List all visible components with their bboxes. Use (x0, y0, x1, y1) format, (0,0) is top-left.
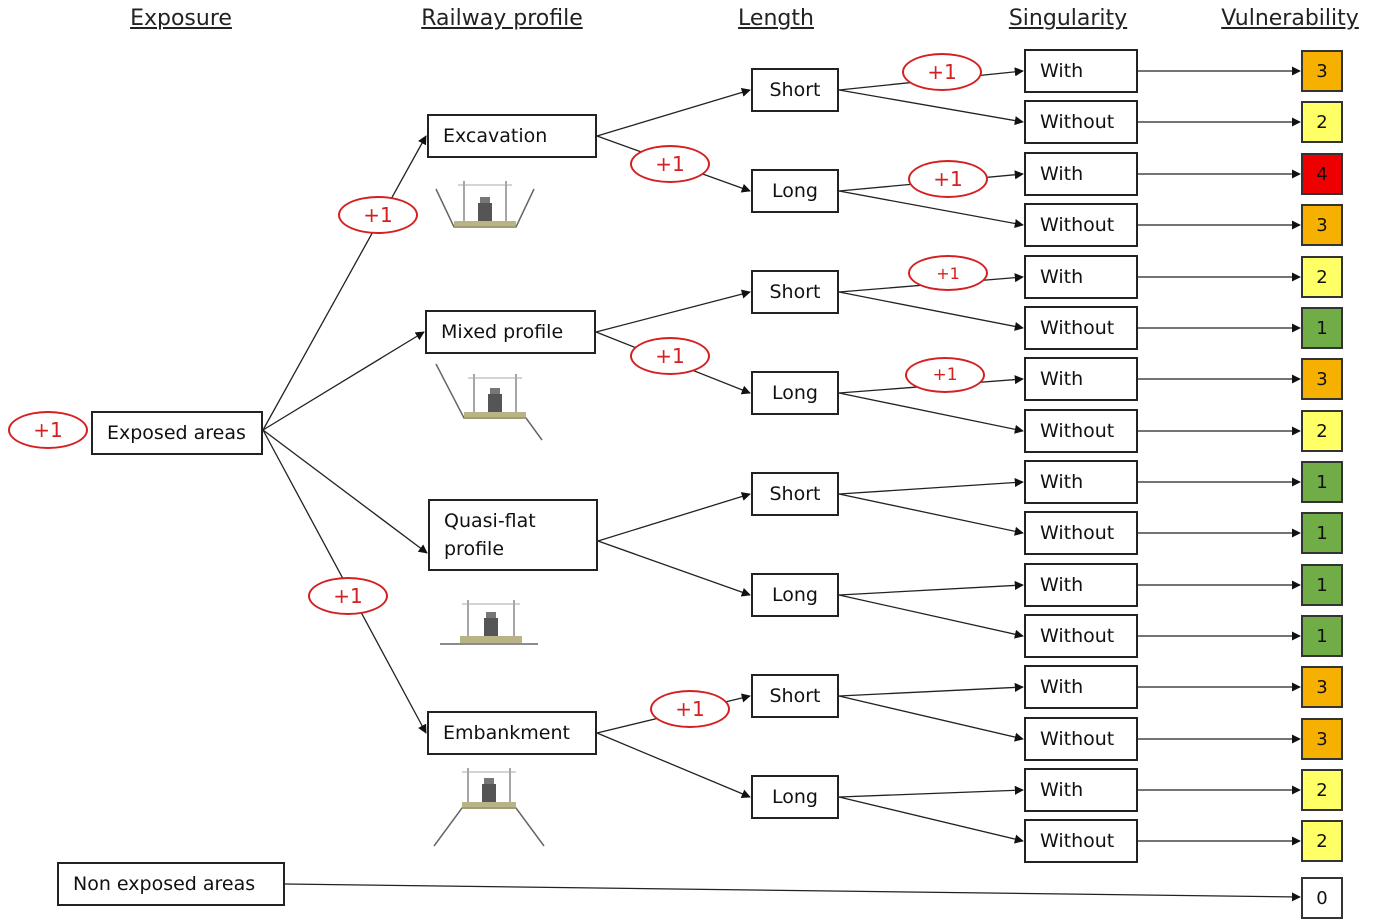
connector-length-singularity (838, 796, 1024, 844)
increment-badge: +1 (650, 690, 730, 728)
increment-badge: +1 (308, 577, 388, 615)
connector-profile-length (597, 540, 751, 597)
profile-embankment-node: Embankment (427, 711, 597, 755)
length-long-node: Long (751, 573, 839, 617)
singularity-with-node: With (1024, 768, 1138, 812)
header-vulnerability: Vulnerability (1221, 6, 1359, 31)
singularity-with-node: With (1024, 49, 1138, 93)
header-railway-profile: Railway profile (421, 6, 583, 31)
mixed-profile-illustration (435, 363, 543, 441)
singularity-with-node: With (1024, 460, 1138, 504)
profile-excavation-node: Excavation (427, 114, 597, 158)
vulnerability-score: 2 (1301, 820, 1343, 862)
length-long-node: Long (751, 775, 839, 819)
header-length: Length (738, 6, 814, 31)
header-exposure: Exposure (130, 6, 232, 31)
connector-exposed-mixed (262, 331, 425, 431)
connector-length-singularity (838, 392, 1024, 434)
length-short-node: Short (751, 68, 839, 112)
singularity-with-node: With (1024, 665, 1138, 709)
connector-length-singularity (838, 580, 1024, 596)
length-long-node: Long (751, 169, 839, 213)
connector-length-singularity (838, 190, 1024, 228)
singularity-without-node: Without (1024, 819, 1138, 863)
increment-badge: +1 (908, 255, 988, 291)
singularity-without-node: Without (1024, 409, 1138, 453)
embankment-illustration (433, 768, 545, 847)
vulnerability-score: 1 (1301, 615, 1343, 657)
vulnerability-score: 1 (1301, 307, 1343, 349)
increment-badge: +1 (908, 160, 988, 198)
connector-length-singularity (838, 291, 1024, 331)
excavation-illustration (435, 181, 535, 228)
vulnerability-score: 1 (1301, 461, 1343, 503)
increment-badge: +1 (905, 357, 985, 393)
connector-profile-length (597, 492, 751, 542)
singularity-without-node: Without (1024, 614, 1138, 658)
length-long-node: Long (751, 371, 839, 415)
profile-mixed-node: Mixed profile (425, 310, 596, 354)
singularity-without-node: Without (1024, 511, 1138, 555)
vulnerability-score: 4 (1301, 153, 1343, 195)
length-short-node: Short (751, 270, 839, 314)
vulnerability-score: 3 (1301, 204, 1343, 246)
singularity-without-node: Without (1024, 306, 1138, 350)
vulnerability-score: 3 (1301, 358, 1343, 400)
vulnerability-score: 1 (1301, 512, 1343, 554)
vulnerability-score: 2 (1301, 101, 1343, 143)
singularity-with-node: With (1024, 563, 1138, 607)
length-short-node: Short (751, 674, 839, 718)
singularity-without-node: Without (1024, 717, 1138, 761)
increment-badge: +1 (630, 337, 710, 375)
connector-nonexposed-vulnerability (284, 883, 1301, 902)
increment-badge: +1 (902, 53, 982, 91)
connector-length-singularity (838, 89, 1024, 126)
connector-profile-length (596, 88, 751, 137)
connector-length-singularity (838, 493, 1024, 536)
vulnerability-score: 3 (1301, 666, 1343, 708)
quasi-flat-illustration (440, 600, 538, 645)
vulnerability-score: 1 (1301, 564, 1343, 606)
non-exposed-areas-node: Non exposed areas (57, 862, 285, 906)
profile-quasi-flat-node: Quasi-flat profile (428, 499, 598, 571)
singularity-without-node: Without (1024, 100, 1138, 144)
connector-length-singularity (838, 594, 1024, 639)
connector-length-singularity (838, 695, 1024, 742)
connector-exposed-quasi-flat (262, 429, 428, 554)
connector-length-singularity (838, 785, 1024, 798)
vulnerability-score: 3 (1301, 718, 1343, 760)
connector-exposed-excavation (262, 135, 427, 431)
vulnerability-score: 0 (1301, 877, 1343, 919)
connector-profile-length (596, 732, 751, 799)
vulnerability-score: 2 (1301, 256, 1343, 298)
vulnerability-score: 2 (1301, 769, 1343, 811)
singularity-with-node: With (1024, 255, 1138, 299)
header-singularity: Singularity (1008, 6, 1128, 31)
exposed-areas-node: Exposed areas (91, 411, 263, 455)
increment-badge: +1 (8, 411, 88, 449)
vulnerability-score: 3 (1301, 50, 1343, 92)
connector-profile-length (595, 289, 751, 333)
singularity-with-node: With (1024, 152, 1138, 196)
increment-badge: +1 (630, 145, 710, 183)
singularity-with-node: With (1024, 357, 1138, 401)
connector-length-singularity (838, 477, 1024, 495)
singularity-without-node: Without (1024, 203, 1138, 247)
vulnerability-score: 2 (1301, 410, 1343, 452)
connector-length-singularity (838, 682, 1024, 697)
increment-badge: +1 (338, 196, 418, 234)
length-short-node: Short (751, 472, 839, 516)
